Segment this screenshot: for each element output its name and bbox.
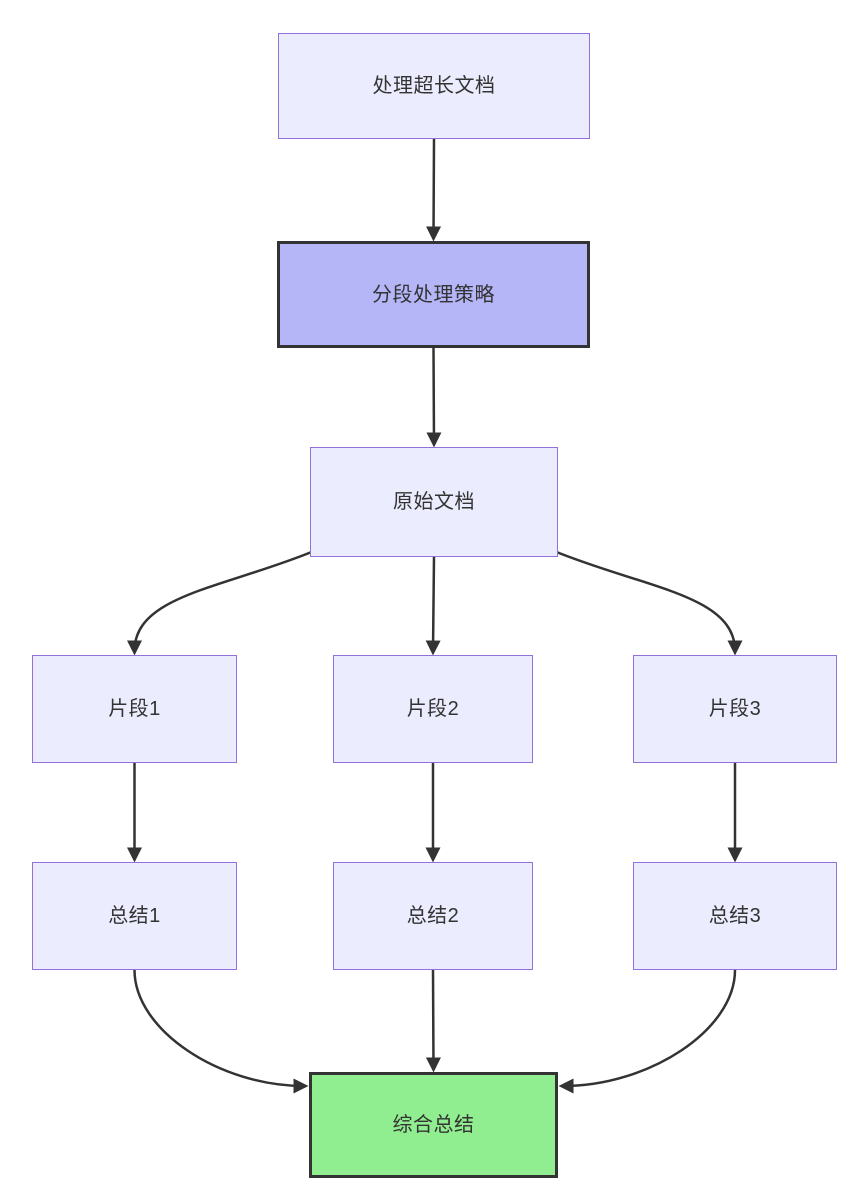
node-label: 总结1: [108, 905, 161, 927]
edge-sum1-to-final: [133, 969, 309, 1094]
node-sum3: 总结3: [633, 862, 837, 970]
node-raw: 原始文档: [310, 447, 558, 557]
node-seg2: 片段2: [333, 655, 533, 763]
node-sum2: 总结2: [333, 862, 533, 970]
node-final: 综合总结: [309, 1072, 558, 1178]
node-doc: 处理超长文档: [278, 33, 590, 139]
edge-raw-to-seg2: [425, 556, 441, 656]
node-label: 片段2: [406, 698, 460, 720]
node-label: 总结3: [708, 905, 762, 927]
edge-raw-to-seg3: [553, 549, 743, 656]
node-seg3: 片段3: [633, 655, 837, 763]
node-sum1: 总结1: [32, 862, 237, 970]
node-label: 综合总结: [392, 1114, 475, 1136]
node-label: 处理超长文档: [372, 75, 496, 97]
edge-doc-to-strategy: [426, 138, 442, 242]
node-strategy: 分段处理策略: [277, 241, 590, 348]
edge-strategy-to-raw: [426, 347, 442, 448]
edge-sum2-to-final: [425, 969, 441, 1073]
node-label: 分段处理策略: [372, 283, 495, 306]
node-label: 总结2: [406, 905, 460, 927]
node-seg1: 片段1: [32, 655, 237, 763]
edge-sum3-to-final: [558, 969, 737, 1094]
node-label: 片段3: [708, 698, 762, 720]
node-label: 原始文档: [393, 491, 475, 513]
edge-raw-to-seg1: [127, 549, 315, 656]
node-label: 片段1: [108, 698, 161, 720]
